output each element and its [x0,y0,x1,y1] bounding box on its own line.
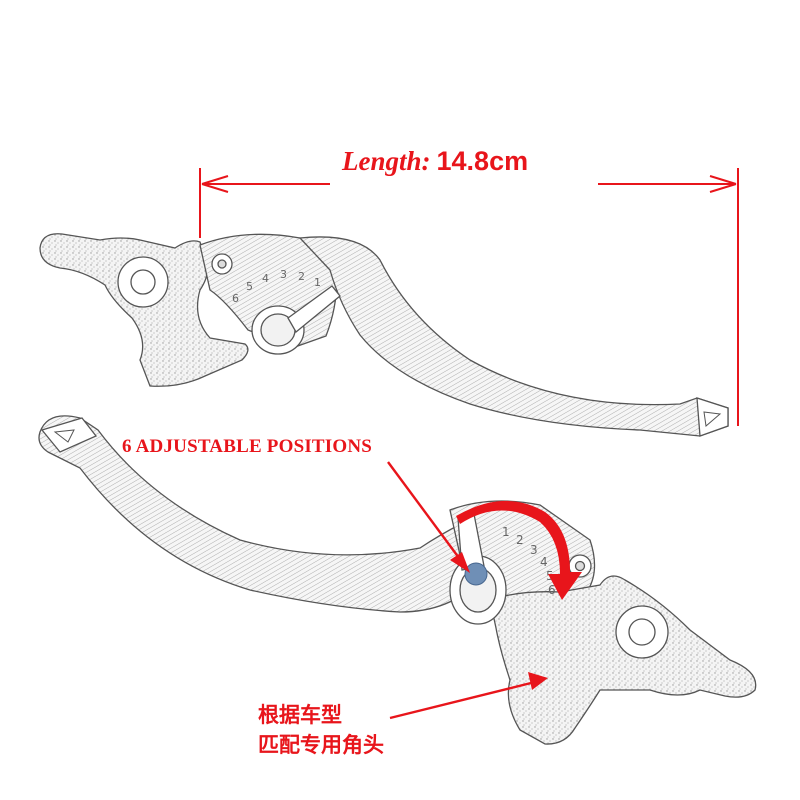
lower-dial-digit: 3 [530,543,538,557]
model-fitting-line-1: 根据车型 [258,703,342,727]
adjustable-positions-annotation: 6 ADJUSTABLE POSITIONS [122,436,373,457]
lower-dial-digit: 6 [548,583,556,597]
length-value: 14.8cm [436,146,529,176]
upper-dial-digit: 3 [280,268,287,281]
model-fitting-line-2: 匹配专用角头 [258,733,384,757]
lower-dial-digit: 2 [516,533,524,547]
length-dimension [199,168,739,426]
body-pointer-arrowhead-icon [528,672,548,690]
upper-lever-body [39,233,249,387]
body-pointer [389,672,548,720]
upper-dial-digit: 1 [314,276,321,289]
lower-dial-digit: 1 [502,525,510,539]
upper-dial-digit: 4 [262,272,269,285]
positions-pointer-arrowhead-icon [450,552,470,573]
upper-lever: 6 5 4 3 2 1 [39,233,729,437]
upper-dial-digit: 5 [246,280,253,293]
model-fitting-annotation: 根据车型 匹配专用角头 [258,700,384,760]
rotation-arrow [456,500,582,600]
lower-pivot-hole [628,618,656,646]
length-key: Length: [342,146,431,176]
dimension-arrow-left-icon [201,175,229,193]
upper-pivot-hole [130,269,156,295]
upper-dial-digit: 6 [232,292,239,305]
adjuster-highlight-dot [464,562,488,586]
upper-lever-blade [298,236,729,437]
lower-dial-digit: 4 [540,555,548,569]
lower-lever: 1 2 3 4 5 6 [38,415,757,745]
rotation-arrow-icon [456,500,582,600]
length-annotation: Length:14.8cm [342,146,528,177]
lower-lever-body [489,575,757,745]
positions-pointer [387,461,470,573]
dimension-arrow-right-icon [709,175,737,193]
upper-dial-digit: 2 [298,270,305,283]
